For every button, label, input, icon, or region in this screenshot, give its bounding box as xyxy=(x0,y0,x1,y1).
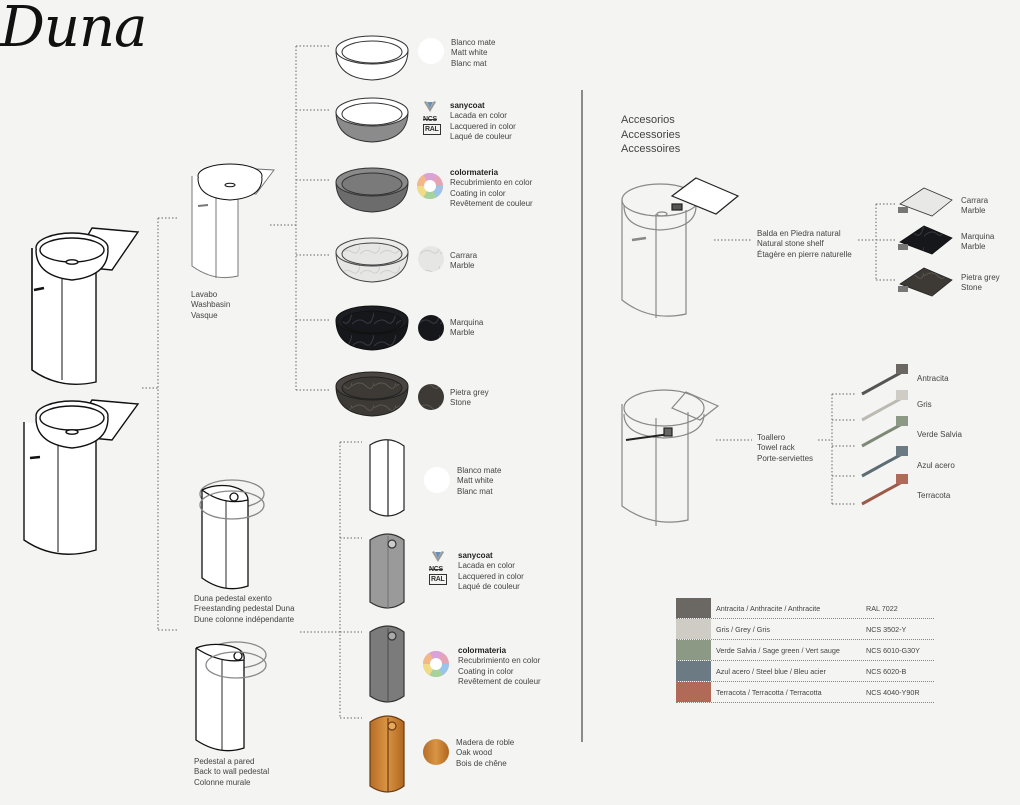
page-title: Duna xyxy=(0,0,147,60)
legend-swatch xyxy=(676,619,711,639)
towel-antracita-label: Antracita xyxy=(917,374,949,383)
legend-swatch xyxy=(676,640,711,660)
towel-accessory-illustration xyxy=(621,389,720,526)
shelf-pietra xyxy=(898,267,953,297)
ncs-ral-badge-2: NCS RAL xyxy=(429,566,447,585)
legend-code: NCS 6020-B xyxy=(866,666,907,676)
colorwheel-icon-2 xyxy=(422,650,450,678)
legend-name: Antracita / Anthracite / Anthracite xyxy=(716,603,821,613)
towel-terracota-label: Terracota xyxy=(917,491,951,500)
freestanding-pedestal-illustration xyxy=(199,479,265,590)
towel-gris-label: Gris xyxy=(917,400,932,409)
legend-row: Terracota / Terracotta / Terracotta NCS … xyxy=(676,682,934,703)
legend-swatch xyxy=(676,661,711,681)
legend-row: Azul acero / Steel blue / Bleu acier NCS… xyxy=(676,661,934,682)
legend-name: Gris / Grey / Gris xyxy=(716,624,770,634)
swatch-pietra xyxy=(418,384,444,410)
basin-carrara xyxy=(335,237,409,283)
backwall-pedestal-illustration xyxy=(195,641,267,752)
ncs-ral-badge: NCS RAL xyxy=(423,116,441,135)
towel-gris xyxy=(861,390,908,422)
ncs-ral-icon-2 xyxy=(432,551,444,562)
swatch-oak xyxy=(423,739,449,765)
basin-marquina xyxy=(335,305,409,351)
color-legend: Antracita / Anthracite / Anthracite RAL … xyxy=(676,598,934,703)
towel-antracita xyxy=(861,364,908,396)
legend-code: RAL 7022 xyxy=(866,603,898,613)
swatch-marquina xyxy=(418,315,444,341)
towel-terracota xyxy=(861,474,908,506)
towel-azul-label: Azul acero xyxy=(917,461,955,470)
basin-sanycoat xyxy=(335,97,409,143)
swatch-carrara xyxy=(418,246,444,272)
basin-pietra xyxy=(335,371,409,417)
legend-swatch xyxy=(676,682,711,702)
pedestal-white xyxy=(369,439,405,517)
legend-name: Verde Salvia / Sage green / Vert sauge xyxy=(716,645,840,655)
washbasin-wall-hung-illustration xyxy=(31,227,140,385)
legend-code: NCS 3502-Y xyxy=(866,624,907,634)
pedestal-sanycoat xyxy=(369,533,405,609)
legend-code: NCS 4040-Y90R xyxy=(866,687,920,697)
basin-colormateria xyxy=(335,167,409,213)
swatch-white-2 xyxy=(424,467,450,493)
colorwheel-icon xyxy=(416,172,444,200)
legend-row: Verde Salvia / Sage green / Vert sauge N… xyxy=(676,640,934,661)
ncs-ral-icon xyxy=(424,101,436,112)
towel-verde-salvia xyxy=(861,416,908,448)
shelf-accessory-illustration xyxy=(621,177,740,318)
basin-white xyxy=(335,35,409,81)
legend-code: NCS 6010-G30Y xyxy=(866,645,920,655)
washbasin-small-illustration xyxy=(191,163,275,279)
washbasin-pedestal-illustration xyxy=(23,399,140,555)
legend-name: Terracota / Terracotta / Terracotta xyxy=(716,687,822,697)
legend-row: Antracita / Anthracite / Anthracite RAL … xyxy=(676,598,934,619)
towel-azul-acero xyxy=(861,446,908,478)
legend-row: Gris / Grey / Gris NCS 3502-Y xyxy=(676,619,934,640)
pedestal-oak xyxy=(369,715,405,793)
legend-swatch xyxy=(676,598,711,618)
pedestal-colormateria xyxy=(369,625,405,703)
shelf-carrara xyxy=(898,187,953,217)
legend-name: Azul acero / Steel blue / Bleu acier xyxy=(716,666,826,676)
connector-lines xyxy=(142,45,362,719)
shelf-marquina xyxy=(898,225,953,255)
swatch-white xyxy=(418,38,444,64)
towel-verde-label: Verde Salvia xyxy=(917,430,962,439)
